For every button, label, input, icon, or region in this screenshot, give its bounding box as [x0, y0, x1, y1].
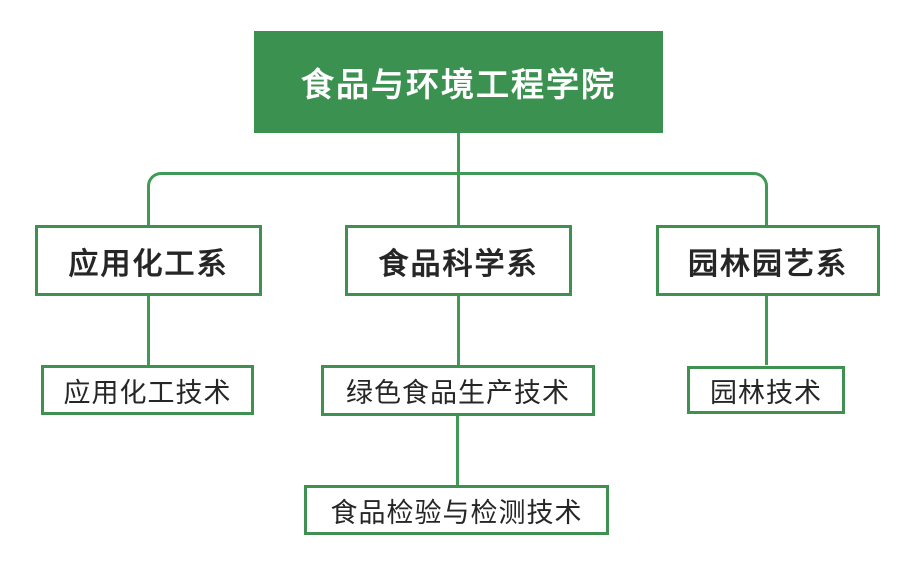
- connector-branch-elbow: [147, 172, 768, 225]
- node-prog-landscape-tech: 园林技术: [687, 366, 845, 414]
- connector-dept1-to-prog1: [147, 296, 150, 365]
- node-prog-green-food-production-tech: 绿色食品生产技术: [321, 365, 595, 416]
- connector-prog2-to-prog4: [456, 416, 459, 485]
- connector-dept3-to-prog3: [765, 296, 768, 365]
- node-prog-applied-chemical-tech: 应用化工技术: [41, 365, 254, 415]
- node-prog-food-inspection-testing-tech: 食品检验与检测技术: [304, 485, 609, 535]
- node-dept-landscape-horticulture: 园林园艺系: [656, 225, 880, 296]
- node-college-root: 食品与环境工程学院: [254, 31, 663, 133]
- node-dept-applied-chemical: 应用化工系: [35, 225, 262, 296]
- node-dept-food-science: 食品科学系: [345, 225, 572, 296]
- connector-root-to-branch: [457, 133, 460, 225]
- connector-dept2-to-prog2: [457, 296, 460, 365]
